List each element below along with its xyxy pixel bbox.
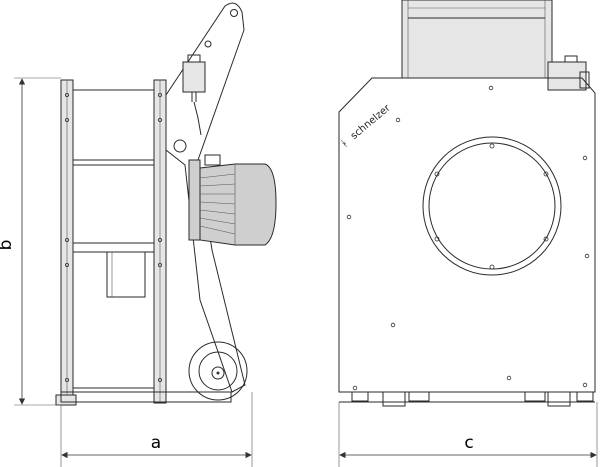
brand-mark: ᚼ (339, 138, 351, 150)
dimension-lines (14, 77, 598, 467)
casing-screws (346, 85, 590, 391)
switch-box (182, 61, 206, 93)
fan-casing (338, 77, 596, 393)
inlet-ring-outer (422, 136, 562, 276)
handle-arm (165, 2, 246, 393)
wheel-hub (211, 366, 225, 380)
inlet-bolts (434, 143, 549, 270)
brand-name: schnelzer (349, 102, 393, 142)
side-view (55, 2, 277, 406)
casing-feet (351, 391, 594, 407)
handle-pivot (230, 9, 238, 17)
motor-housing-top (401, 0, 553, 79)
inspection-port (173, 139, 187, 153)
dimension-a-label: a (151, 433, 161, 453)
wheel (188, 341, 248, 401)
handle-bolt (204, 40, 212, 48)
cable (193, 101, 202, 136)
front-view: ᚼ schnelzer (338, 0, 596, 407)
inlet-ring-inner (428, 142, 556, 270)
terminal-box (204, 154, 221, 166)
outlet-box (106, 251, 146, 298)
motor-body (199, 163, 277, 246)
brand-logo: ᚼ schnelzer (339, 102, 393, 150)
housing-body (72, 89, 155, 393)
motor-flange (188, 159, 201, 241)
dimension-c-label: c (464, 433, 473, 453)
dimension-b-label: b (0, 240, 16, 251)
base-foot-left (55, 394, 77, 406)
